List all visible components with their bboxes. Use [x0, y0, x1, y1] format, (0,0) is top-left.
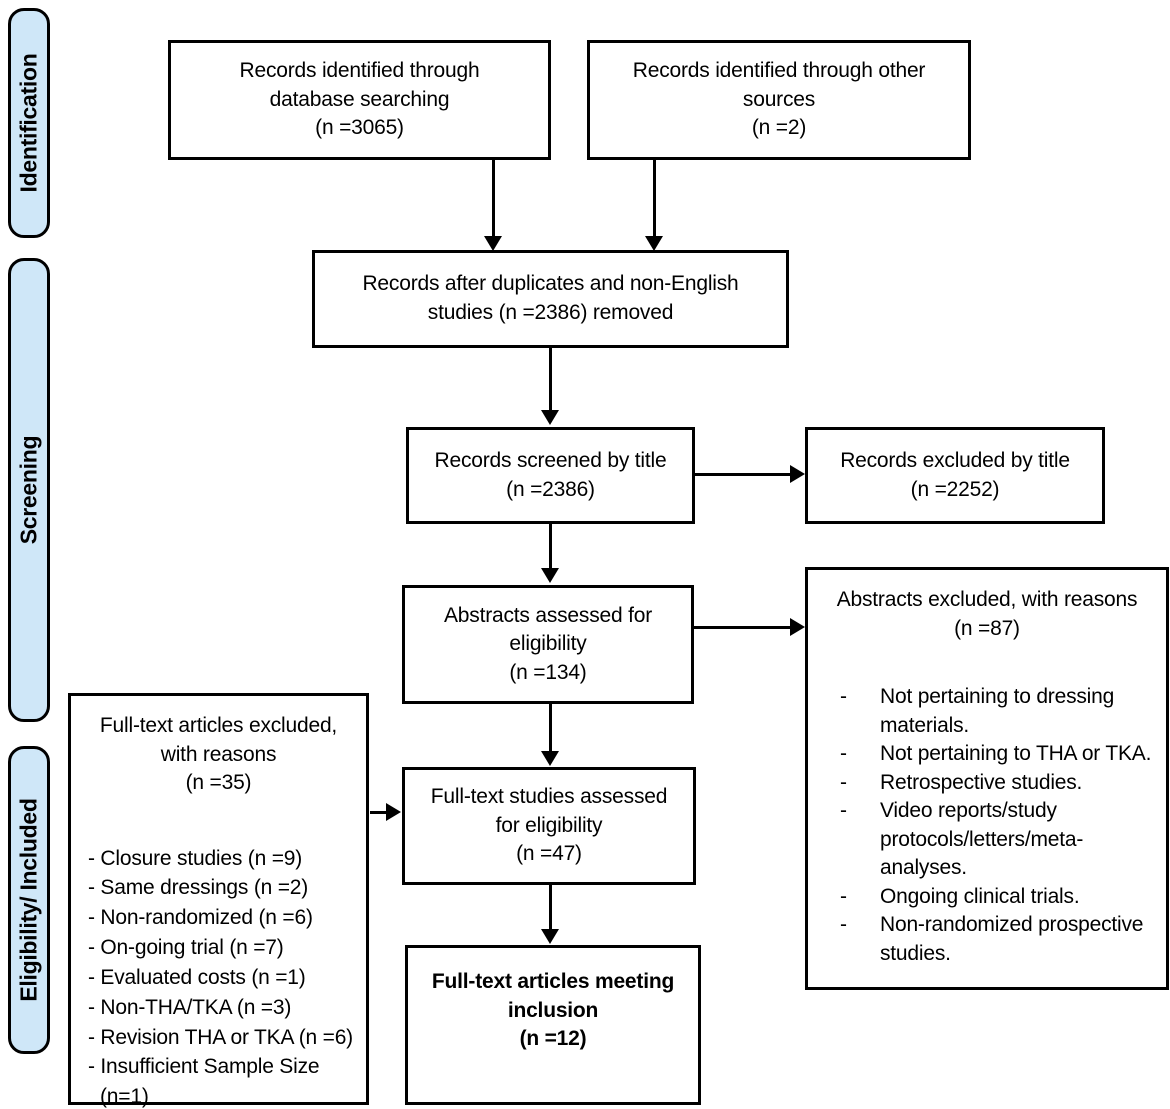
- dash-bullet: -: [840, 685, 847, 709]
- phase-label-eligibility-included: Eligibility/ Included: [8, 746, 50, 1054]
- list-item: - Non-randomized (n =6): [88, 906, 313, 930]
- box-count: (n =2): [751, 116, 807, 140]
- dash-bullet: -: [840, 770, 847, 794]
- list-item: - Not pertaining to dressing materials.: [840, 683, 1156, 740]
- arrow-fulltext-to-included-line: [549, 885, 552, 930]
- dash-bullet: -: [840, 913, 847, 937]
- arrow-other-to-duplicates-head-icon: [645, 236, 663, 251]
- arrow-db-to-duplicates-line: [492, 160, 495, 237]
- box-count: (n =47): [516, 842, 582, 866]
- box-text-line: sources: [742, 87, 816, 111]
- dash-bullet: -: [840, 799, 847, 823]
- box-text-line: Records after duplicates and non-English: [362, 272, 739, 296]
- arrow-duplicates-to-screened-line: [549, 348, 552, 411]
- arrow-db-to-duplicates-head-icon: [484, 236, 502, 251]
- box-text-line: Abstracts assessed for: [443, 603, 653, 627]
- arrow-screened-to-abstracts-line: [549, 524, 552, 569]
- box-text-line: database searching: [269, 87, 450, 111]
- list-item: - Not pertaining to THA or TKA.: [840, 740, 1156, 769]
- box-text-line: for eligibility: [495, 813, 603, 837]
- box-text-line: Full-text studies assessed: [430, 785, 668, 809]
- dash-bullet: -: [840, 884, 847, 908]
- box-text-line: inclusion: [507, 998, 599, 1022]
- exclusion-reason-list: - Not pertaining to dressing materials. …: [808, 683, 1166, 968]
- box-records-after-duplicates: Records after duplicates and non-English…: [312, 250, 789, 348]
- list-item: - Closure studies (n =9): [88, 846, 303, 870]
- box-records-screened-by-title: Records screened by title (n =2386): [406, 427, 695, 524]
- box-count: (n =134): [509, 660, 587, 684]
- list-item: - Same dressings (n =2): [88, 876, 309, 900]
- list-item-text: Not pertaining to dressing materials.: [880, 685, 1115, 737]
- box-text-line: Full-text articles excluded,: [99, 714, 338, 737]
- box-records-other-sources: Records identified through other sources…: [587, 40, 971, 160]
- arrow-screened-to-excluded-line: [695, 473, 790, 476]
- arrow-abstracts-to-fulltext-line: [549, 704, 552, 752]
- arrow-screened-to-abstracts-head-icon: [541, 568, 559, 583]
- list-item: - Insufficient Sample Size (n=1): [88, 1055, 320, 1109]
- list-item: - Non-THA/TKA (n =3): [88, 995, 292, 1019]
- list-item: - Ongoing clinical trials.: [840, 883, 1156, 912]
- box-text-line: Records screened by title: [434, 448, 667, 472]
- phase-label-screening: Screening: [8, 258, 50, 722]
- list-item: - Revision THA or TKA (n =6): [88, 1025, 353, 1049]
- phase-label-text: Screening: [15, 435, 42, 545]
- box-count: (n =2252): [910, 477, 1000, 501]
- arrow-abstracts-to-excluded-line: [694, 626, 790, 629]
- list-item: - Non-randomized prospective studies.: [840, 911, 1156, 968]
- dash-bullet: -: [840, 742, 847, 766]
- box-fulltext-assessed: Full-text studies assessed for eligibili…: [402, 767, 696, 885]
- box-fulltext-meeting-inclusion: Full-text articles meeting inclusion (n …: [405, 945, 701, 1105]
- arrow-excluded-to-fulltext-head-icon: [386, 803, 401, 821]
- box-count: (n =35): [185, 771, 252, 795]
- box-records-database-searching: Records identified through database sear…: [168, 40, 551, 160]
- box-count: (n =3065): [315, 116, 404, 140]
- list-item: - Retrospective studies.: [840, 769, 1156, 798]
- arrow-other-to-duplicates-line: [653, 160, 656, 237]
- arrow-fulltext-to-included-head-icon: [541, 929, 559, 944]
- box-text-line: studies (n =2386) removed: [427, 301, 674, 324]
- phase-label-identification: Identification: [8, 8, 50, 238]
- box-text-line: Records identified through other: [632, 59, 926, 83]
- arrow-abstracts-to-excluded-head-icon: [790, 618, 805, 636]
- box-abstracts-excluded-reasons: Abstracts excluded, with reasons (n =87)…: [805, 567, 1169, 990]
- box-text-line: with reasons: [160, 742, 277, 766]
- list-item: - Evaluated costs (n =1): [88, 965, 306, 989]
- arrow-duplicates-to-screened-head-icon: [541, 410, 559, 425]
- list-item: - Video reports/study protocols/letters/…: [840, 797, 1156, 883]
- box-fulltext-excluded-reasons: Full-text articles excluded, with reason…: [68, 693, 369, 1108]
- arrow-screened-to-excluded-head-icon: [790, 465, 805, 483]
- list-item-text: Video reports/study protocols/letters/me…: [880, 799, 1084, 880]
- box-text-line: Records identified through: [239, 59, 480, 83]
- box-count: (n =87): [954, 616, 1020, 640]
- box-count: (n =12): [519, 1027, 587, 1051]
- phase-label-text: Identification: [15, 53, 42, 193]
- box-text-line: Abstracts excluded, with reasons: [836, 588, 1138, 611]
- phase-label-text: Eligibility/ Included: [15, 798, 42, 1002]
- box-text-line: Full-text articles meeting: [431, 970, 675, 993]
- arrow-abstracts-to-fulltext-head-icon: [541, 751, 559, 766]
- box-text-line: Records excluded by title: [840, 448, 1070, 472]
- list-item-text: Non-randomized prospective studies.: [880, 913, 1144, 966]
- box-text-line: eligibility: [509, 632, 587, 656]
- list-item-text: Ongoing clinical trials.: [880, 884, 1080, 908]
- exclusion-reason-list: - Closure studies (n =9) - Same dressing…: [71, 844, 366, 1109]
- box-records-excluded-by-title: Records excluded by title (n =2252): [805, 427, 1105, 524]
- list-item-text: Retrospective studies.: [880, 770, 1083, 794]
- box-abstracts-assessed: Abstracts assessed for eligibility (n =1…: [402, 585, 694, 704]
- list-item-text: Not pertaining to THA or TKA.: [880, 742, 1152, 766]
- box-count: (n =2386): [506, 477, 595, 501]
- list-item: - On-going trial (n =7): [88, 936, 284, 960]
- arrow-excluded-to-fulltext-line: [370, 811, 388, 814]
